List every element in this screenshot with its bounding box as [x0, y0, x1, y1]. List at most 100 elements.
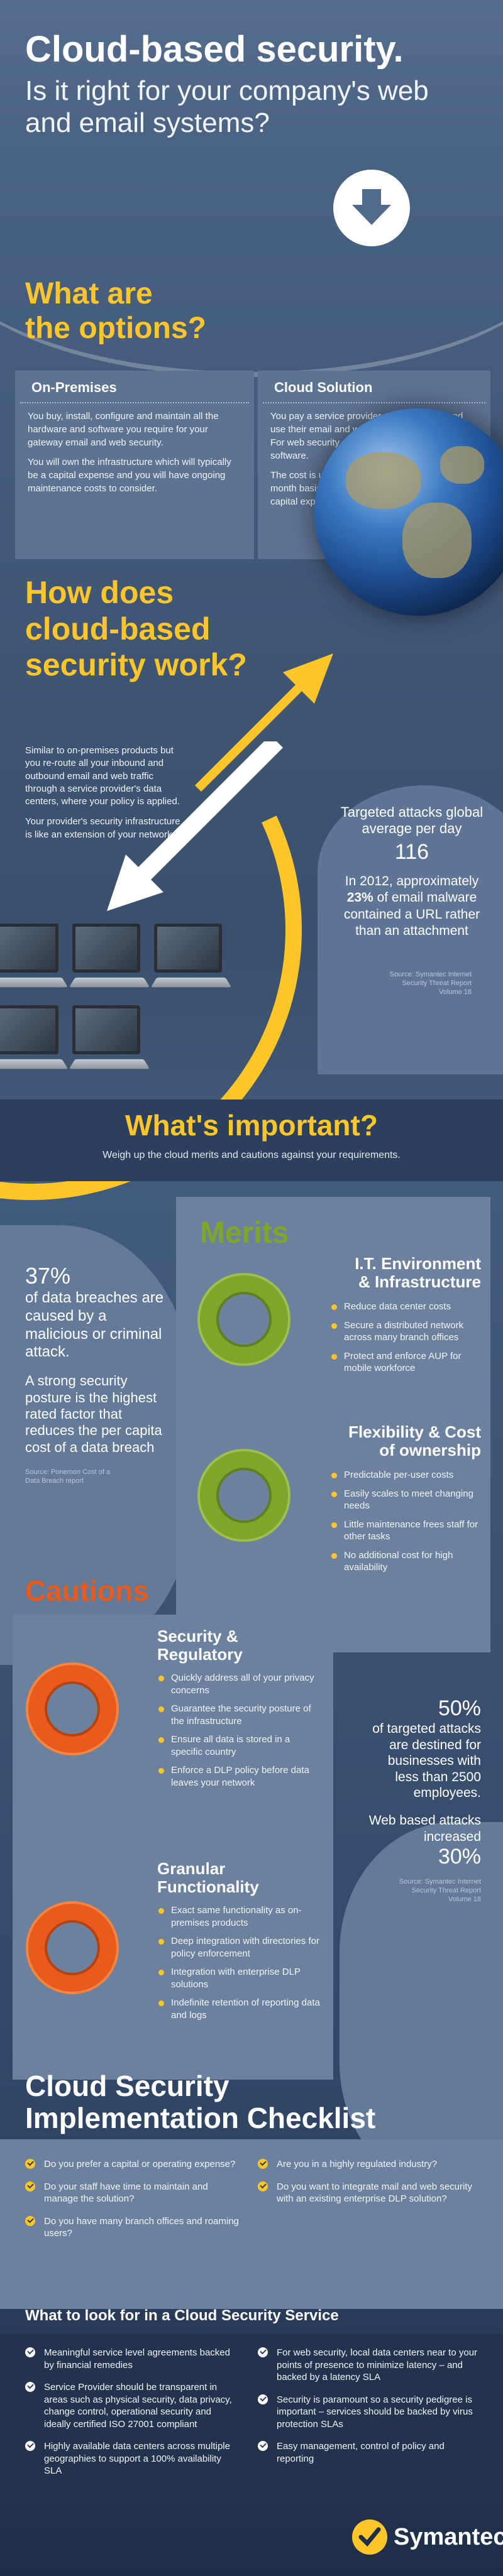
on-premises-text-1: You buy, install, configure and maintain… [28, 411, 219, 448]
merit-it-title-2: & Infrastructure [358, 1272, 481, 1291]
checklist-item: Do you have many branch offices and roam… [25, 2215, 239, 2240]
options-heading-line2: the options? [25, 312, 206, 346]
list-item: Easily scales to meet changing needs [330, 1488, 481, 1512]
page-subtitle: Is it right for your company's web and e… [25, 75, 429, 138]
checklist-item: Do you prefer a capital or operating exp… [25, 2158, 239, 2171]
service-item: Meaningful service level agreements back… [25, 2347, 239, 2371]
list-item: Guarantee the security posture of the in… [157, 1703, 321, 1727]
service-item: Service Provider should be transparent i… [25, 2381, 239, 2430]
checklist-left: Do you prefer a capital or operating exp… [25, 2158, 239, 2250]
service-heading: What to look for in a Cloud Security Ser… [25, 2307, 339, 2324]
how-heading-line1: How does [25, 575, 174, 610]
on-premises-text-2: You will own the infrastructure which wi… [28, 457, 231, 494]
checklist-item: Do you want to integrate mail and web se… [258, 2181, 484, 2205]
earth-globe-illustration [314, 408, 503, 616]
breach-stat: 37% of data breaches are caused by a mal… [25, 1263, 170, 1486]
breach-text-2: A strong security posture is the highest… [25, 1373, 162, 1455]
options-heading: What are the options? [25, 276, 206, 346]
list-item: Predictable per-user costs [330, 1469, 481, 1482]
list-item: Exact same functionality as on-premises … [157, 1904, 321, 1929]
how-source: Source: Symantec Internet Security Threa… [389, 971, 472, 996]
attacks-stat: 50% of targeted attacks are destined for… [368, 1696, 481, 1904]
service-item: Highly available data centers across mul… [25, 2440, 239, 2477]
list-item: Protect and enforce AUP for mobile workf… [330, 1350, 481, 1375]
important-band [0, 1100, 503, 1181]
service-right: For web security, local data centers nea… [258, 2347, 484, 2475]
checkmark-logo-icon [352, 2519, 387, 2555]
list-item: Deep integration with directories for po… [157, 1935, 321, 1960]
caution-granular-title-1: Granular [157, 1859, 226, 1878]
how-heading: How does cloud-based security work? [25, 575, 247, 684]
merit-ring-icon [200, 1275, 288, 1363]
how-heading-line2: cloud-based [25, 611, 211, 647]
important-subheading: Weigh up the cloud merits and cautions a… [102, 1150, 401, 1160]
how-text-2: Your provider's security infrastructure … [25, 816, 180, 840]
service-left: Meaningful service level agreements back… [25, 2347, 239, 2487]
page-title: Cloud-based security. [25, 29, 404, 70]
merit-flex-list: Predictable per-user costs Easily scales… [330, 1469, 481, 1574]
breach-stat-bubble [0, 1225, 195, 1665]
stats-bubble [318, 785, 503, 1074]
down-arrow-icon [333, 170, 410, 246]
caution-security-list: Quickly address all of your privacy conc… [157, 1672, 321, 1789]
merit-ring-icon [200, 1451, 288, 1539]
checklist-heading: Cloud Security Implementation Checklist [25, 2070, 375, 2134]
caution-granular-list: Exact same functionality as on-premises … [157, 1904, 321, 2021]
caution-granular-title-2: Functionality [157, 1877, 259, 1896]
attacks-source: Source: Symantec Internet Security Threa… [399, 1878, 481, 1903]
checklist-item: Do your staff have time to maintain and … [25, 2181, 239, 2205]
list-item: Little maintenance frees staff for other… [330, 1519, 481, 1543]
caution-ring-icon [28, 1904, 116, 1992]
computer-icon [0, 924, 69, 988]
computer-icon [69, 924, 150, 988]
how-description: Similar to on-premises products but you … [25, 745, 182, 841]
list-item: Ensure all data is stored in a specific … [157, 1733, 321, 1758]
attacks-text: of targeted attacks are destined for bus… [372, 1722, 481, 1801]
merit-flex-title-1: Flexibility & Cost [348, 1422, 481, 1441]
email-malware-stat: In 2012, approximately 23% of email malw… [330, 873, 494, 939]
merit-it-title-1: I.T. Environment [355, 1254, 481, 1273]
attacks-pct: 50% [438, 1696, 481, 1720]
breach-text-1: of data breaches are caused by a malicio… [25, 1289, 164, 1361]
important-heading: What's important? [125, 1109, 378, 1142]
cloud-solution-title: Cloud Solution [263, 371, 485, 403]
caution-security-title-2: Regulatory [157, 1644, 243, 1664]
options-heading-line1: What are [25, 277, 153, 310]
targeted-attacks-value: 116 [394, 839, 429, 864]
merit-it-list: Reduce data center costs Secure a distri… [330, 1301, 481, 1375]
list-item: Secure a distributed network across many… [330, 1319, 481, 1344]
computer-icon [150, 924, 232, 988]
list-item: Enforce a DLP policy before data leaves … [157, 1764, 321, 1789]
targeted-attacks-label: Targeted attacks global average per day [340, 804, 484, 837]
service-item: Easy management, control of policy and r… [258, 2440, 484, 2465]
how-heading-line3: security work? [25, 647, 247, 682]
caution-granular-block: Granular Functionality Exact same functi… [157, 1860, 321, 2028]
caution-ring-icon [28, 1665, 116, 1753]
web-attacks-pct: 30% [438, 1845, 481, 1869]
brand-name: Symantec. [394, 2523, 503, 2550]
list-item: Reduce data center costs [330, 1301, 481, 1313]
merit-flex-title-2: of ownership [379, 1440, 481, 1460]
email-malware-pre: In 2012, approximately [345, 874, 479, 888]
web-attacks-text: Web based attacks increased [368, 1813, 481, 1844]
merits-heading: Merits [200, 1216, 289, 1250]
list-item: Integration with enterprise DLP solution… [157, 1966, 321, 1990]
attacks-stat-bubble [340, 1822, 503, 2193]
service-item: Security is paramount so a security pedi… [258, 2394, 484, 2431]
merit-it-block: I.T. Environment & Infrastructure Reduce… [330, 1255, 481, 1381]
list-item: No additional cost for high availability [330, 1549, 481, 1574]
list-item: Indefinite retention of reporting data a… [157, 1997, 321, 2021]
email-malware-post: of email malware contained a URL rather … [343, 890, 480, 938]
caution-security-title-1: Security & [157, 1627, 238, 1645]
checklist-right: Are you in a highly regulated industry? … [258, 2158, 484, 2215]
merit-flex-block: Flexibility & Cost of ownership Predicta… [330, 1423, 481, 1580]
checklist-heading-1: Cloud Security [25, 2070, 229, 2102]
computer-icon [69, 1005, 150, 1070]
on-premises-panel: On-Premises You buy, install, configure … [15, 371, 254, 559]
breach-pct: 37% [25, 1263, 71, 1289]
merits-panel [176, 1197, 490, 1652]
targeted-attacks-stat: Targeted attacks global average per day … [333, 804, 490, 865]
list-item: Quickly address all of your privacy conc… [157, 1672, 321, 1696]
breach-source: Source: Ponemon Cost of a Data Breach re… [25, 1468, 111, 1485]
service-item: For web security, local data centers nea… [258, 2347, 484, 2384]
